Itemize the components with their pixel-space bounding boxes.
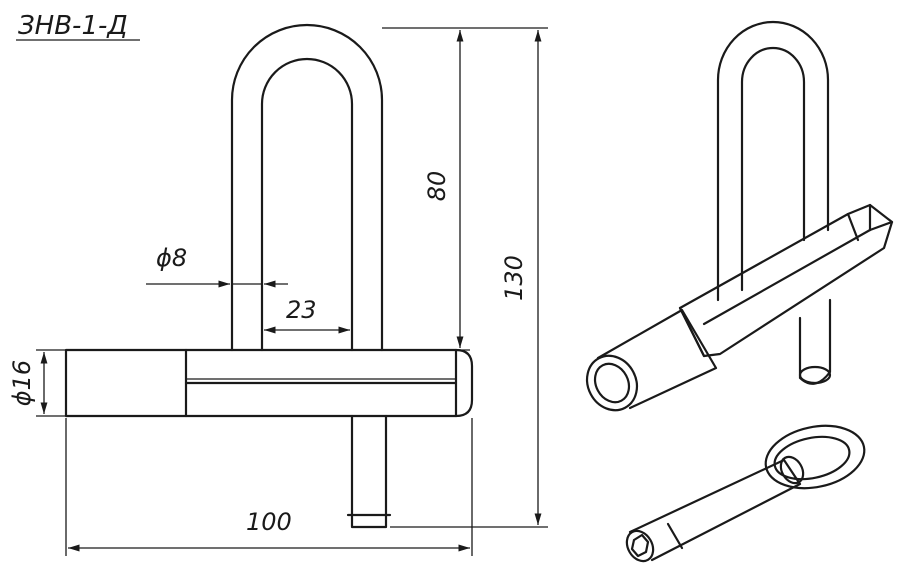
dimension-100: 100 [65, 418, 473, 556]
key-shaft-cap [779, 455, 805, 485]
dimension-23: 23 [264, 296, 350, 334]
shackle-inner [260, 57, 354, 352]
iso-lower-rod [798, 298, 832, 385]
iso-tube-mouth-outer [585, 354, 639, 412]
key-shaft [628, 458, 802, 562]
iso-tube [596, 308, 718, 410]
dimension-body-diameter-label: ϕ16 [8, 360, 36, 406]
iso-hex-edge-4 [868, 220, 894, 232]
iso-rod-end [798, 365, 832, 385]
dimension-body-diameter: ϕ16 [8, 349, 66, 417]
body-cylinder [64, 348, 474, 418]
iso-tube-mouth-inner [593, 362, 631, 404]
dimension-rod-diameter: ϕ8 [146, 244, 288, 288]
isometric-view-assembled [585, 20, 894, 412]
iso-hex-edge-2 [702, 228, 872, 326]
dimension-130-label: 130 [500, 255, 528, 301]
dimension-80: 80 [382, 27, 470, 351]
dimension-rod-diameter-label: ϕ8 [156, 244, 187, 272]
key-tip-hex-socket [630, 533, 650, 558]
dimension-130: 130 [390, 27, 548, 528]
iso-shackle-outer [716, 20, 830, 302]
iso-body-hex [678, 203, 894, 358]
iso-hex-edge-5 [846, 212, 860, 242]
isometric-view-key [625, 424, 866, 563]
dimension-100-label: 100 [246, 508, 292, 536]
drawing-title: ЗНВ-1-Д [16, 11, 140, 41]
front-view: 80 130 ϕ8 23 ϕ16 [8, 23, 548, 556]
key-tip-outer [625, 529, 655, 563]
shackle-outer [230, 23, 384, 352]
key-ring-inner [773, 435, 851, 481]
iso-hex-edge-1 [678, 306, 706, 358]
lower-rod [350, 414, 388, 529]
dimension-23-label: 23 [286, 296, 317, 324]
iso-shackle-inner [740, 46, 806, 292]
key-shaft-flat-line [666, 522, 684, 550]
dimension-80-label: 80 [423, 171, 451, 202]
title-text: ЗНВ-1-Д [18, 11, 128, 41]
